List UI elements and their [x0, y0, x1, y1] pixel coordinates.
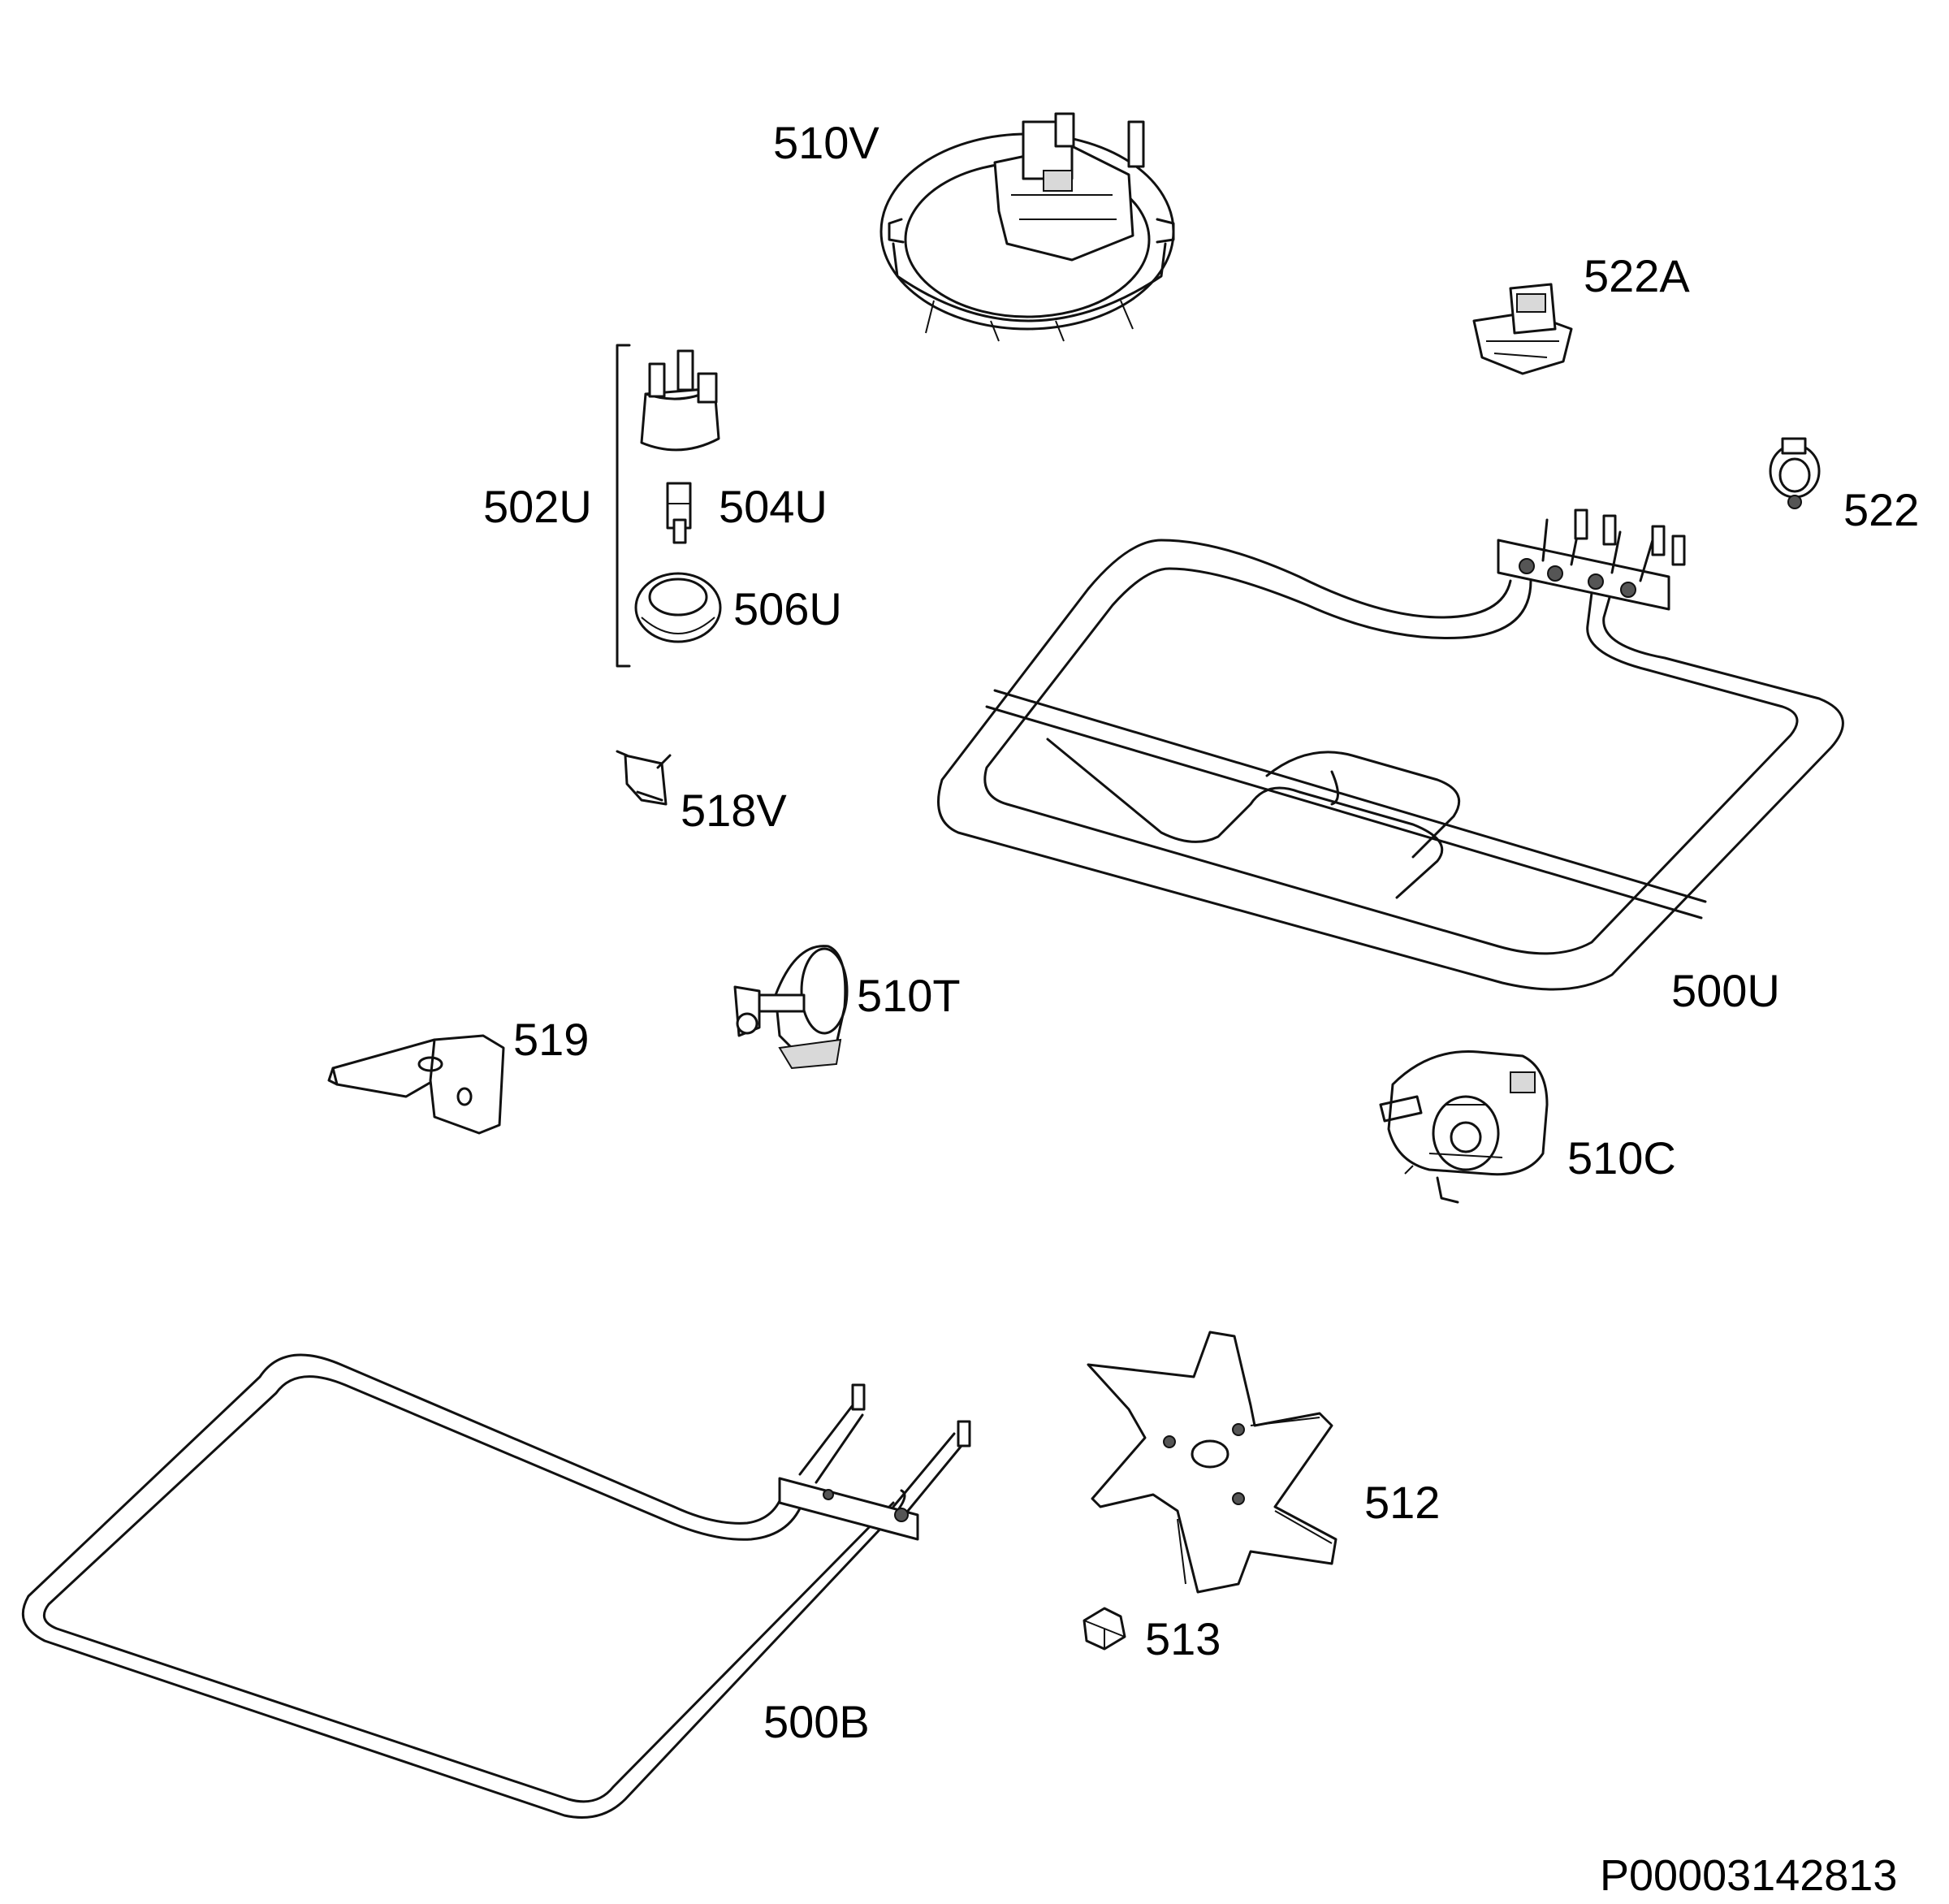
- part-500U-top-heating-element: [937, 508, 1844, 991]
- part-522A-lamp-holder: [1472, 283, 1573, 375]
- label-522A: 522A: [1584, 250, 1690, 301]
- label-500B: 500B: [763, 1696, 870, 1747]
- label-513: 513: [1145, 1613, 1221, 1664]
- label-506U: 506U: [733, 583, 842, 634]
- part-lamp-socket: [640, 349, 720, 452]
- part-510C-motor: [1379, 1050, 1549, 1204]
- part-519-bracket: [327, 1034, 505, 1135]
- label-510V: 510V: [773, 117, 879, 168]
- label-502U: 502U: [483, 481, 592, 532]
- part-522-clip: [1769, 437, 1821, 509]
- label-518V: 518V: [681, 785, 787, 836]
- bracket-502U-group: [616, 344, 631, 668]
- part-500B-bottom-heating-element: [21, 1353, 971, 1819]
- part-512-fan-blade: [1087, 1331, 1338, 1594]
- part-518V-bracket: [616, 750, 672, 806]
- label-510C: 510C: [1567, 1132, 1676, 1184]
- document-id: P00003142813: [1600, 1851, 1898, 1900]
- label-500U: 500U: [1671, 965, 1780, 1016]
- part-506U-lamp-cover: [634, 572, 722, 643]
- label-512: 512: [1364, 1477, 1441, 1528]
- label-522: 522: [1843, 484, 1920, 535]
- part-510V-fan-motor-assembly: [879, 112, 1175, 342]
- label-510T: 510T: [857, 970, 961, 1021]
- label-504U: 504U: [719, 481, 828, 532]
- part-510T-motor: [733, 945, 849, 1070]
- label-519: 519: [513, 1014, 590, 1065]
- part-504U-bulb: [666, 482, 692, 544]
- part-513-nut: [1083, 1607, 1126, 1651]
